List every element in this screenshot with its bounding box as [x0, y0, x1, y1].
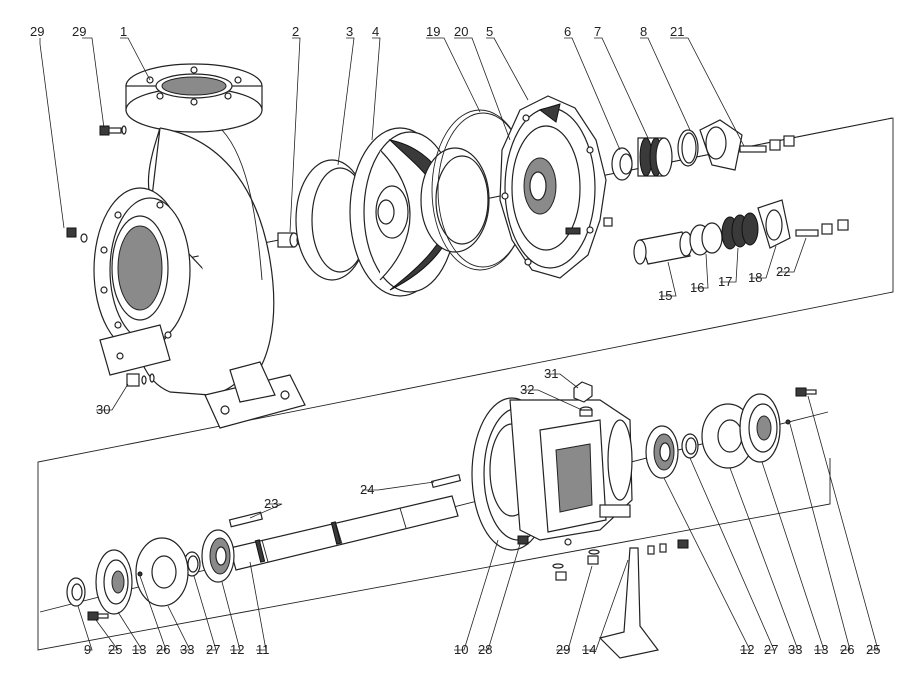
bearing-12-right — [645, 425, 679, 479]
callout-30: 30 — [96, 402, 110, 417]
pin-26-right — [785, 419, 791, 425]
bearing-cover-13-right — [739, 393, 781, 463]
callout-26a: 26 — [156, 642, 170, 657]
callout-32: 32 — [520, 382, 534, 397]
callout-25a: 25 — [108, 642, 122, 657]
plug-30 — [126, 373, 155, 387]
shaft-sleeve-15 — [633, 231, 693, 265]
callout-5: 5 — [486, 24, 493, 39]
bolt-25-right — [795, 387, 817, 397]
callout-27a: 27 — [206, 642, 220, 657]
plug-32 — [579, 406, 593, 417]
bolt-29-upper — [66, 125, 127, 243]
lower-callouts: 31 32 24 23 9 25 13 26 33 27 12 11 10 28… — [77, 366, 880, 657]
callout-21: 21 — [670, 24, 684, 39]
callout-23: 23 — [264, 496, 278, 511]
callout-7: 7 — [594, 24, 601, 39]
callout-4: 4 — [372, 24, 379, 39]
bearing-12-left — [201, 529, 235, 583]
callout-3: 3 — [346, 24, 353, 39]
upper-callouts: 29 29 1 2 3 4 19 20 5 6 7 8 21 15 16 17 … — [30, 24, 807, 417]
o-ring-8 — [677, 129, 699, 167]
packing-17 — [721, 212, 759, 250]
gland-21 — [699, 119, 795, 171]
callout-10: 10 — [454, 642, 468, 657]
key-24 — [430, 473, 462, 489]
callout-26b: 26 — [840, 642, 854, 657]
callout-16: 16 — [690, 280, 704, 295]
sleeve-6 — [611, 147, 633, 181]
callout-29c: 29 — [556, 642, 570, 657]
seal-27-right — [681, 433, 699, 459]
callout-12a: 12 — [230, 642, 244, 657]
callout-22: 22 — [776, 264, 790, 279]
callout-17: 17 — [718, 274, 732, 289]
callout-18: 18 — [748, 270, 762, 285]
callout-24: 24 — [360, 482, 374, 497]
gland-18 — [757, 199, 791, 249]
callout-6: 6 — [564, 24, 571, 39]
callout-33b: 33 — [788, 642, 802, 657]
stud-22 — [795, 219, 849, 237]
callout-29a: 29 — [30, 24, 44, 39]
ring-20 — [420, 147, 490, 253]
seal-9 — [66, 577, 86, 607]
callout-20: 20 — [454, 24, 468, 39]
breather-31 — [573, 381, 593, 403]
callout-15: 15 — [658, 288, 672, 303]
callout-25b: 25 — [866, 642, 880, 657]
callout-12b: 12 — [740, 642, 754, 657]
callout-33a: 33 — [180, 642, 194, 657]
casing-cover-5 — [499, 95, 607, 279]
callout-31: 31 — [544, 366, 558, 381]
bearing-cover-13-left — [95, 549, 133, 615]
bolt-29-lower — [552, 549, 600, 581]
callout-14: 14 — [582, 642, 596, 657]
shaft-11 — [229, 495, 459, 571]
pump-casing — [93, 63, 306, 429]
pin-26-left — [137, 571, 143, 577]
ring-16 — [689, 222, 723, 256]
callout-13a: 13 — [132, 642, 146, 657]
callout-29b: 29 — [72, 24, 86, 39]
mechanical-seal-7 — [637, 137, 673, 177]
callout-1: 1 — [120, 24, 127, 39]
callout-11: 11 — [256, 642, 270, 657]
gasket-33-left — [135, 537, 189, 607]
bearing-frame-10 — [471, 397, 633, 551]
callout-2: 2 — [292, 24, 299, 39]
callout-9: 9 — [84, 642, 91, 657]
callout-13b: 13 — [814, 642, 828, 657]
callout-8: 8 — [640, 24, 647, 39]
callout-27b: 27 — [764, 642, 778, 657]
support-foot-14 — [598, 539, 689, 659]
callout-19: 19 — [426, 24, 440, 39]
callout-28: 28 — [478, 642, 492, 657]
nut-upper — [603, 217, 613, 227]
bolt-25-left — [87, 611, 109, 621]
